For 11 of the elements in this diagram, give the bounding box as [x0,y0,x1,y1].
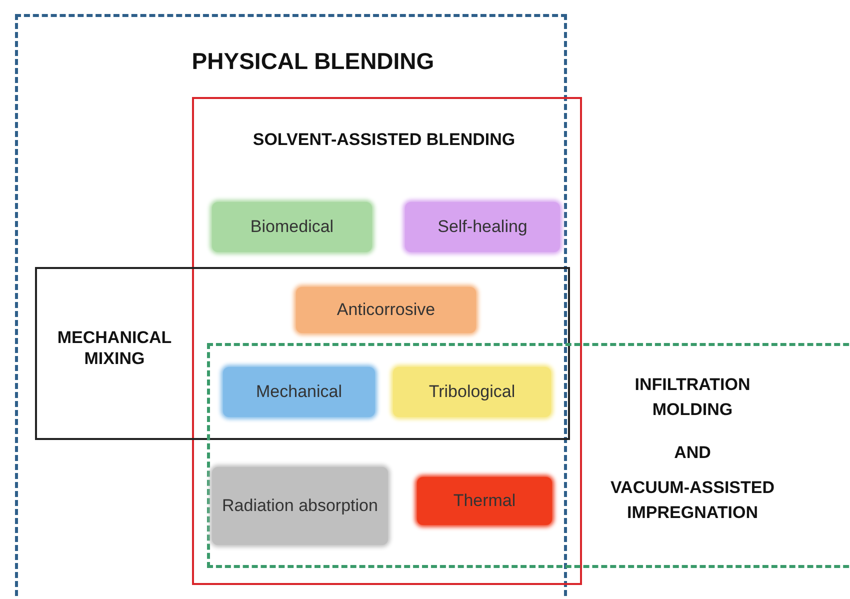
application-tag: Anticorrosive [296,287,476,333]
region-heading: AND [673,442,712,464]
application-tag: Tribological [393,367,551,417]
application-tag: Mechanical [223,367,375,417]
region-heading: VACUUM-ASSISTED IMPREGNATION [609,477,776,524]
region-heading: SOLVENT-ASSISTED BLENDING [252,129,516,150]
region-heading: PHYSICAL BLENDING [190,47,436,76]
region-heading: MECHANICAL MIXING [56,327,173,370]
application-tag: Radiation absorption [212,467,388,545]
application-tag: Thermal [417,477,552,525]
region-heading: INFILTRATION MOLDING [634,374,752,421]
